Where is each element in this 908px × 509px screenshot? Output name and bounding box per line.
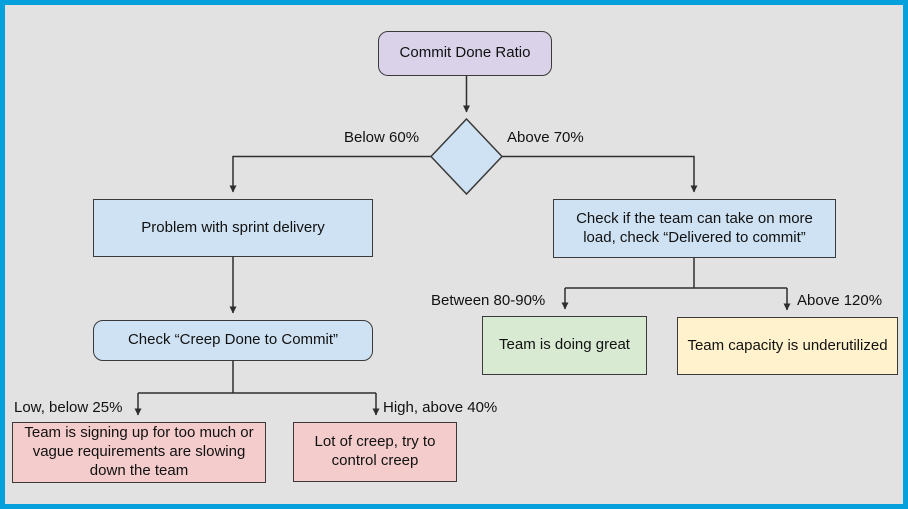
edge-label-above-120: Above 120% <box>797 292 883 309</box>
node-commit-done-ratio: Commit Done Ratio <box>378 31 552 76</box>
edge-label-low-below-25: Low, below 25% <box>14 399 123 416</box>
edge-takemore-split <box>565 258 787 289</box>
node-check-delivered-to-commit: Check if the team can take on more load,… <box>553 199 836 258</box>
edge-creepcheck-split <box>138 361 376 394</box>
edge-label-high-above-40: High, above 40% <box>383 399 498 416</box>
node-check-creep-done-to-commit: Check “Creep Done to Commit” <box>93 320 373 361</box>
node-signing-up-too-much: Team is signing up for too much or vague… <box>12 422 266 483</box>
node-problem-sprint-delivery: Problem with sprint delivery <box>93 199 373 257</box>
node-team-doing-great: Team is doing great <box>482 316 647 375</box>
edge-decision-problem <box>229 155 431 193</box>
decision-diamond <box>429 117 504 196</box>
node-capacity-underutilized: Team capacity is underutilized <box>677 317 898 375</box>
edge-label-above-70: Above 70% <box>507 129 584 146</box>
edge-label-below-60: Below 60% <box>344 129 420 146</box>
node-lot-of-creep: Lot of creep, try to control creep <box>293 422 457 482</box>
edge-decision-takemore <box>502 155 698 193</box>
edge-label-between-80-90: Between 80-90% <box>431 292 546 309</box>
